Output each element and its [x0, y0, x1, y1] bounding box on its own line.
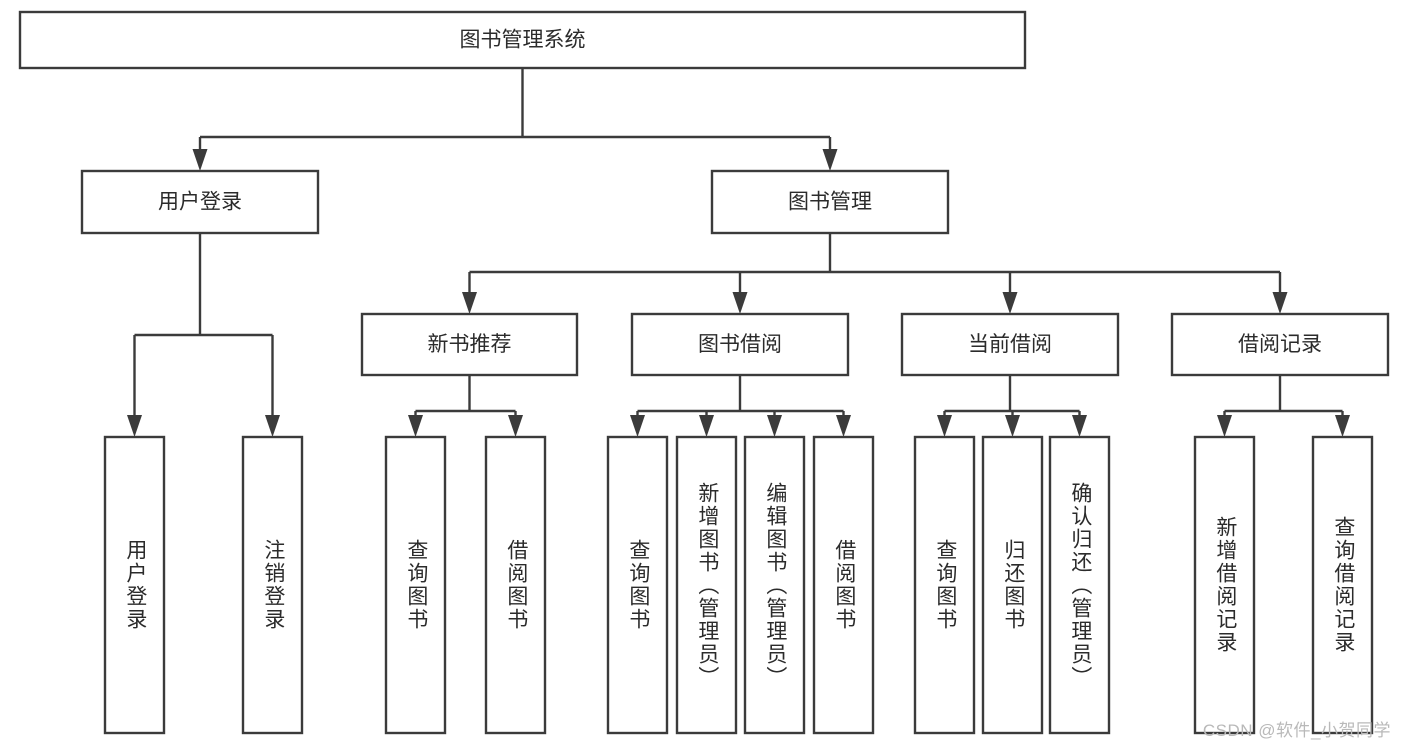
edge-book-manage-to-new-book-recommend-arrowhead — [462, 292, 477, 314]
node-label-new-book-recommend: 新书推荐 — [428, 333, 512, 356]
node-box-current-borrow[interactable] — [900, 312, 1120, 377]
node-label-borrow-record: 借阅记录 — [1238, 333, 1322, 356]
node-box-leaf-query-book-recommend[interactable] — [384, 435, 447, 735]
node-box-leaf-logout[interactable] — [241, 435, 304, 735]
node-box-leaf-borrow-book[interactable] — [812, 435, 875, 735]
node-box-leaf-query-borrow-record[interactable] — [1311, 435, 1374, 735]
node-box-book-borrow[interactable] — [630, 312, 850, 377]
node-box-leaf-query-book-borrow[interactable] — [606, 435, 669, 735]
node-box-borrow-record[interactable] — [1170, 312, 1390, 377]
node-boxes — [18, 10, 1390, 735]
edge-book-manage-to-book-borrow-arrowhead — [732, 292, 748, 314]
node-label-current-borrow: 当前借阅 — [968, 333, 1052, 356]
node-box-leaf-edit-book-admin[interactable] — [743, 435, 806, 735]
node-label-book-manage: 图书管理 — [788, 191, 872, 214]
edge-user-login-to-leaf-user-login-arrowhead — [127, 415, 142, 437]
node-box-leaf-borrow-book-recommend[interactable] — [484, 435, 547, 735]
watermark-text: CSDN @软件_小贺同学 — [1202, 721, 1391, 740]
edge-new-book-recommend-to-leaf-borrow-book-recommend-arrowhead — [508, 415, 523, 437]
edge-book-borrow-to-leaf-query-book-borrow-arrowhead — [630, 415, 645, 437]
edge-current-borrow-to-leaf-confirm-return-admin-arrowhead — [1072, 415, 1087, 437]
edge-book-borrow-to-leaf-borrow-book-arrowhead — [836, 415, 851, 437]
node-label-book-borrow: 图书借阅 — [698, 333, 782, 356]
edge-book-borrow-to-leaf-edit-book-admin-arrowhead — [767, 415, 782, 437]
node-box-user-login[interactable] — [80, 169, 320, 235]
node-label-root: 图书管理系统 — [460, 29, 586, 52]
edge-borrow-record-to-leaf-add-borrow-record-arrowhead — [1217, 415, 1232, 437]
node-box-leaf-query-book-current[interactable] — [913, 435, 976, 735]
edge-book-borrow-to-leaf-add-book-admin-arrowhead — [699, 415, 714, 437]
node-box-leaf-return-book[interactable] — [981, 435, 1044, 735]
node-box-leaf-user-login[interactable] — [103, 435, 166, 735]
edge-new-book-recommend-to-leaf-query-book-recommend-arrowhead — [408, 415, 423, 437]
connector-lines — [127, 68, 1350, 437]
edge-borrow-record-to-leaf-query-borrow-record-arrowhead — [1335, 415, 1350, 437]
edge-current-borrow-to-leaf-query-book-current-arrowhead — [937, 415, 952, 437]
node-label-user-login: 用户登录 — [158, 191, 242, 214]
node-box-leaf-confirm-return-admin[interactable] — [1048, 435, 1111, 735]
edge-root-to-user-login-arrowhead — [192, 149, 208, 171]
edge-book-manage-to-current-borrow-arrowhead — [1002, 292, 1018, 314]
edge-user-login-to-leaf-logout-arrowhead — [265, 415, 280, 437]
node-box-book-manage[interactable] — [710, 169, 950, 235]
edge-book-manage-to-borrow-record-arrowhead — [1272, 292, 1288, 314]
node-box-root[interactable] — [18, 10, 1027, 70]
edge-current-borrow-to-leaf-return-book-arrowhead — [1005, 415, 1020, 437]
node-box-new-book-recommend[interactable] — [360, 312, 579, 377]
node-box-leaf-add-borrow-record[interactable] — [1193, 435, 1256, 735]
edge-root-to-book-manage-arrowhead — [822, 149, 838, 171]
node-box-leaf-add-book-admin[interactable] — [675, 435, 738, 735]
